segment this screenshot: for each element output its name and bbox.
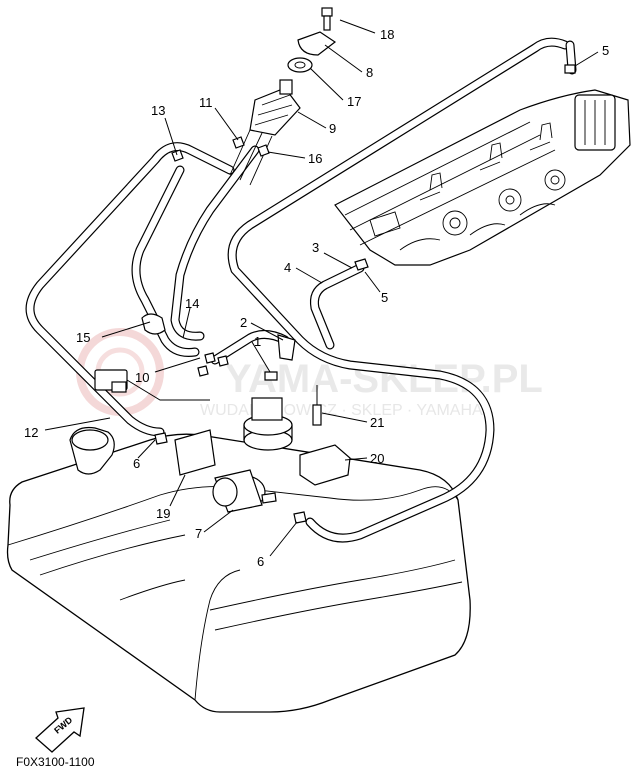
nut-17 [287,57,313,73]
callout-2: 2 [240,315,247,330]
diagram-code: F0X3100-1100 [16,755,95,769]
clip-6-lower [293,511,307,524]
callout-10: 10 [135,370,149,385]
clip-5-lower [354,258,369,271]
callout-4: 4 [284,260,291,275]
callout-leaders [44,19,599,557]
callout-3: 3 [312,240,319,255]
callout-15: 15 [76,330,90,345]
callout-9: 9 [329,121,336,136]
callout-12: 12 [24,425,38,440]
components [94,7,576,524]
elbow-2 [277,334,296,361]
callout-20: 20 [370,451,384,466]
callout-13: 13 [151,103,165,118]
connector-10 [94,369,210,401]
bracket-8 [297,31,337,56]
clip-11 [232,136,245,149]
callout-16: 16 [308,151,322,166]
clip-1 [264,371,278,381]
callout-6-left: 6 [133,456,140,471]
callout-numbers: 1 2 3 4 5 5 6 6 7 8 9 10 11 12 13 14 15 … [24,27,609,569]
clip-14a [204,352,216,364]
callout-5-top: 5 [602,43,609,58]
clip-13 [171,149,184,162]
callout-1: 1 [254,334,261,349]
callout-17: 17 [347,94,361,109]
throttle-body-assembly [334,89,631,266]
callout-5-lower: 5 [381,290,388,305]
fuel-filter-7 [212,469,277,513]
bolt-18 [321,7,333,31]
bracket-20 [299,444,351,486]
regulator-9 [229,79,301,186]
sensor-21 [312,385,322,426]
clip-16 [257,144,270,157]
fuel-tank [6,426,471,713]
callout-14: 14 [185,296,199,311]
callout-11: 11 [199,95,213,110]
callout-19: 19 [156,506,170,521]
clip-14b [217,355,229,367]
fuel-hoses [25,37,577,543]
callout-21: 21 [370,415,384,430]
clip-6-left [154,432,168,445]
callout-8: 8 [366,65,373,80]
fuel-pump-module [243,397,293,451]
callout-7: 7 [195,526,202,541]
fwd-arrow: FWD [35,707,85,753]
callout-18: 18 [380,27,394,42]
callout-6-lower: 6 [257,554,264,569]
clip-14c [197,365,209,377]
clamp-15 [141,313,166,335]
holder-19 [174,429,216,476]
clip-5-top [564,64,576,74]
